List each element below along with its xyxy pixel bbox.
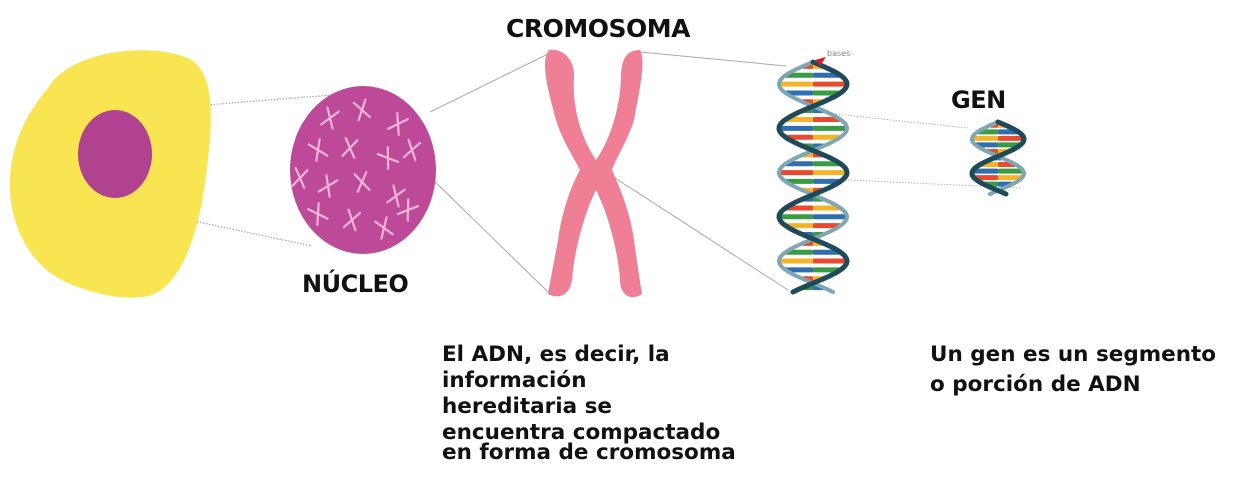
nucleus-chromosomes (291, 98, 422, 240)
caption-adn-line-3: hereditaria se (442, 394, 612, 419)
base-pair (813, 117, 841, 122)
base-pair (813, 205, 841, 211)
base-pair (998, 175, 1023, 181)
mini-chromosome (341, 136, 359, 160)
mini-chromosome-arm (353, 170, 371, 194)
base-pair (813, 81, 847, 87)
mini-chromosome-arm (352, 98, 372, 122)
mini-chromosome-arm (376, 146, 400, 170)
zoom-line-nucleus-chromosome-top (429, 51, 553, 113)
base-pair (779, 170, 813, 176)
base-pair (785, 249, 813, 255)
caption-gen: Un gen es un segmento o porción de ADN (930, 340, 1216, 400)
chromosome-body (545, 49, 643, 298)
mini-chromosome (342, 208, 362, 232)
nucleus-enlarged (290, 86, 436, 254)
gene-helix (969, 119, 1027, 197)
chromosome (545, 49, 643, 298)
mini-chromosome (352, 98, 372, 122)
base-pair (813, 223, 841, 229)
base-pair (998, 135, 1024, 141)
base-pair (813, 134, 841, 140)
label-cromosoma: CROMOSOMA (506, 14, 690, 43)
mini-chromosome-arm (342, 208, 362, 232)
base-pair (813, 90, 841, 96)
mini-chromosome (386, 184, 406, 208)
base-pair (779, 258, 813, 264)
mini-chromosome (353, 170, 371, 194)
base-pair (813, 125, 847, 131)
mini-chromosome-arm (320, 106, 340, 130)
dna-helix (776, 59, 850, 295)
mini-chromosome (320, 106, 340, 130)
mini-chromosome-arm (374, 216, 394, 240)
mini-chromosome (374, 216, 394, 240)
base-pair (779, 81, 813, 87)
base-pair (785, 267, 813, 273)
base-pair (785, 161, 813, 167)
cell-nucleus (78, 110, 152, 198)
base-pair (813, 178, 841, 184)
base-pair (998, 168, 1024, 174)
label-gen: GEN (951, 86, 1006, 114)
caption-adn: El ADN, es decir, la información heredit… (442, 342, 736, 466)
dna-backbone-strand (969, 119, 1027, 197)
mini-chromosome (307, 138, 329, 162)
mini-chromosome-arm (291, 166, 309, 190)
base-pair (975, 142, 998, 148)
dna-pointer-arrow-icon (815, 57, 826, 66)
caption-adn-line-4: encuentra compactado (442, 420, 721, 445)
mini-chromosome (291, 166, 309, 190)
base-pair (813, 249, 841, 255)
base-pair (779, 125, 813, 131)
label-nucleo: NÚCLEO (302, 270, 409, 298)
mini-chromosome (396, 198, 420, 222)
caption-adn-line-5: en forma de cromosoma (442, 440, 736, 465)
mini-chromosome-arm (307, 138, 329, 162)
mini-chromosome (402, 138, 422, 162)
mini-chromosome (317, 174, 339, 198)
dna-backbone-strand (776, 59, 850, 295)
mini-chromosome (376, 146, 400, 170)
base-pair (785, 223, 813, 229)
caption-gen-line-1: Un gen es un segmento (930, 342, 1217, 367)
zoom-line-chromosome-dna-top (639, 51, 787, 67)
caption-adn-line-2: información (442, 368, 587, 393)
base-pair (779, 214, 813, 220)
base-pair (973, 175, 998, 181)
zoom-line-chromosome-dna-bottom (611, 175, 789, 291)
mini-chromosome-arm (387, 112, 409, 136)
mini-chromosome-arm (396, 198, 420, 222)
base-pair (813, 214, 847, 220)
base-pair (785, 72, 813, 78)
base-pair (785, 178, 813, 184)
caption-adn-line-1: El ADN, es decir, la (442, 342, 670, 367)
base-pair (813, 170, 847, 176)
dna-bases-tag: bases (827, 49, 851, 58)
mini-chromosome (387, 112, 409, 136)
base-pair (813, 258, 847, 264)
mini-chromosome-arm (307, 202, 329, 226)
mini-chromosome-arm (386, 184, 406, 208)
nucleus-body (290, 86, 436, 254)
dna-backbone-strand (970, 120, 1026, 196)
base-pair (785, 90, 813, 96)
mini-chromosome-arm (341, 136, 359, 160)
dna-backbone-strand (776, 60, 850, 294)
mini-chromosome-arm (317, 174, 339, 198)
base-pair (972, 135, 998, 141)
zoom-line-nucleus-chromosome-bottom (424, 171, 549, 293)
cell (9, 50, 211, 298)
mini-chromosome-arm (402, 138, 422, 162)
caption-gen-line-2: o porción de ADN (930, 372, 1141, 397)
base-pair (972, 168, 998, 174)
mini-chromosome (307, 202, 329, 226)
